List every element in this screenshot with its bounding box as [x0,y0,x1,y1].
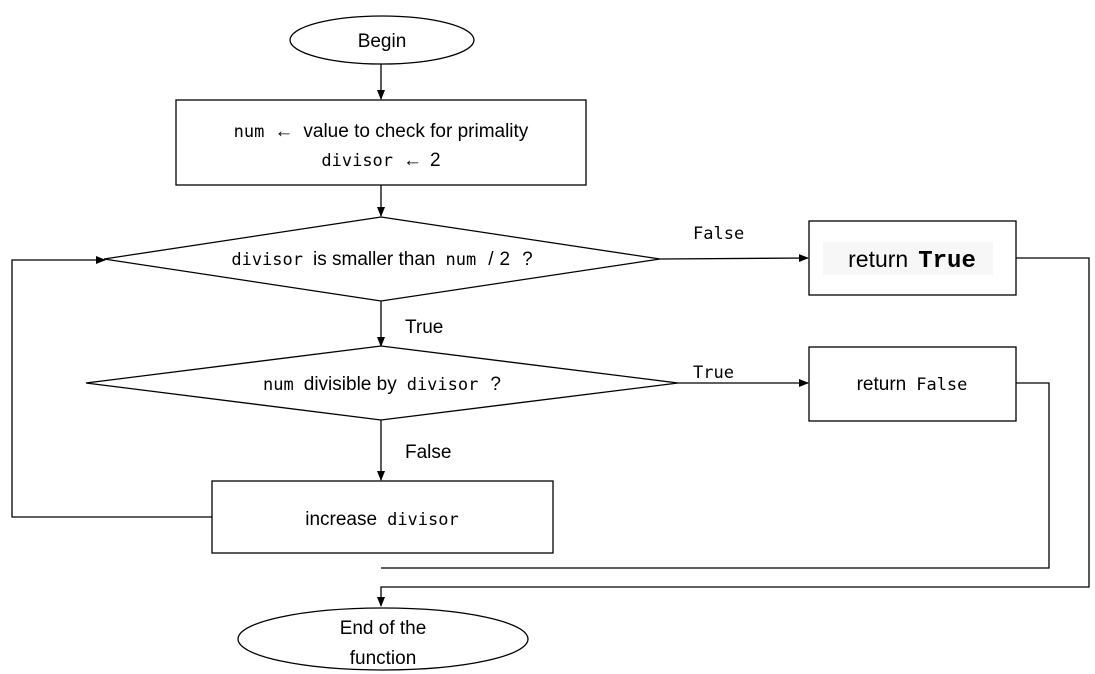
var-divisor: divisor [387,510,459,530]
return-false-text: return False [857,374,968,395]
init-node: num ← value to check for primality divis… [175,99,587,186]
line-return-false-to-end [381,382,1050,569]
divide-operator: / [488,249,494,270]
arrow-return-true-to-end [377,257,1090,607]
return-true-node: return True [808,220,1017,296]
var-divisor: divisor [321,151,393,171]
increase-node: increase divisor [211,480,554,554]
begin-node: Begin [289,15,475,65]
init-line-2: divisor ← 2 [321,150,440,171]
increase-label: increase [305,509,377,530]
edge-labels: False True True False [405,224,744,463]
arrow-loop-to-return-true [659,254,809,263]
arrow-increase-loop-back [11,256,212,518]
end-node: End of the function [237,607,529,671]
return-true-text: return True [848,246,976,275]
edge-label-loop-false: False [693,224,744,244]
edge-label-loop-true: True [405,317,443,338]
var-divisor: divisor [407,375,479,395]
question-mark: ? [490,374,501,395]
loop-condition-node: divisor is smaller than num / 2 ? [103,216,661,302]
comparison-text: is smaller than [313,249,436,270]
divisible-text: divisible by [304,374,397,395]
return-true-value: True [918,248,976,275]
edge-label-divisible-false: False [405,442,451,463]
var-num: num [263,375,294,395]
divisible-condition-text: num divisible by divisor ? [263,374,501,395]
var-num: num [234,122,265,142]
end-label-line-2: function [350,648,417,669]
loop-condition-text: divisor is smaller than num / 2 ? [231,249,532,270]
return-keyword: return [848,246,908,272]
init-value: 2 [430,150,441,171]
assign-arrow: ← [274,121,293,142]
divisible-condition-node: num divisible by divisor ? [85,345,679,421]
return-false-node: return False [808,346,1017,422]
init-line-1: num ← value to check for primality [234,121,529,142]
connectors [11,64,1090,607]
assign-arrow: ← [403,150,422,171]
return-true-highlight [823,242,993,275]
var-divisor: divisor [231,250,303,270]
return-keyword: return [857,374,907,395]
begin-label: Begin [358,31,407,52]
increase-text: increase divisor [305,509,458,530]
end-label-line-1: End of the [340,618,427,639]
divide-value: 2 [500,249,511,270]
edge-label-divisible-true: True [693,363,734,383]
question-mark: ? [522,249,533,270]
var-num: num [446,250,477,270]
init-description: value to check for primality [303,121,528,142]
return-false-value: False [916,375,967,395]
